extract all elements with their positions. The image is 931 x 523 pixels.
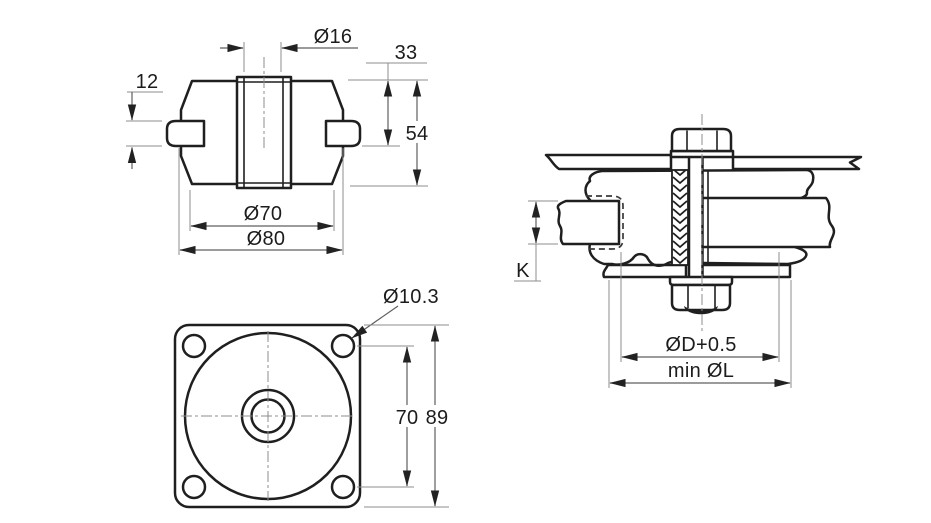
bolt-hole-bottom-right [330,474,356,500]
bolt-hole-top-left [181,333,207,359]
bolt-tip [684,306,718,315]
dim-body-dia: Ø80 [178,148,344,255]
support-arm-left [556,199,621,246]
dim-label-plate-size: 89 [426,407,449,429]
dim-label-body-dia: Ø80 [247,228,286,250]
installation-view: K ØD+0.5 min ØL [514,114,863,388]
dim-base-dia: Ø70 [189,190,335,231]
side-tab-right [324,119,362,148]
dim-label-hole-pitch: 70 [396,407,419,429]
bolt-hole-top-right [330,333,356,359]
dim-cutout-dia: ØD+0.5 [620,252,780,362]
threaded-sleeve-section [671,169,689,266]
support-arm-right [700,196,836,249]
side-tab-left [165,119,206,148]
hex-nut [670,283,732,312]
bolt-shank [687,151,704,282]
dim-label-base-dia: Ø70 [244,203,283,225]
dim-hole-dia: Ø10.3 [351,286,439,339]
dim-tab-thickness: 12 [126,71,163,169]
dim-hole-pitch: 70 [357,345,421,488]
front-section-view: Ø16 12 33 54 [126,26,431,255]
dim-total-height: 54 [350,80,431,187]
dim-label-bore: Ø16 [314,26,353,48]
plan-view: Ø10.3 70 89 [173,286,450,509]
dim-label-upper-offset: 33 [395,42,418,64]
chassis-plate-right [731,155,863,171]
bolt-hole-bottom-left [181,474,207,500]
base-plate-left [602,263,688,279]
dim-plate-size: 89 [364,324,450,508]
dim-label-cutout-dia: ØD+0.5 [665,334,736,356]
dim-min-clearance: min ØL [608,280,792,388]
dim-bore: Ø16 [220,26,358,72]
base-plate-right [700,263,792,279]
hidden-slot-outline [586,195,624,250]
dim-label-tab-thickness: 12 [136,71,159,93]
dim-label-slot-height: K [516,260,530,282]
chassis-plate-left [544,153,673,171]
dim-upper-offset: 33 [348,42,428,147]
dim-label-total-height: 54 [406,123,429,145]
dim-label-min-clearance: min ØL [668,360,734,382]
dim-label-hole-dia: Ø10.3 [383,286,439,308]
dim-slot-height: K [514,200,558,282]
